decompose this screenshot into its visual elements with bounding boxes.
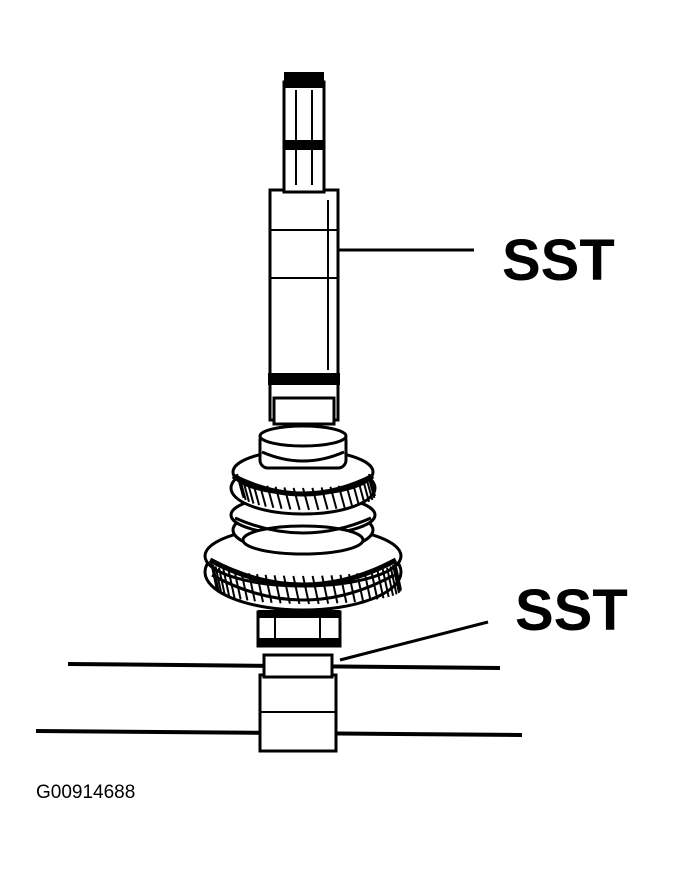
gear-tooth [256, 573, 264, 603]
gear-tooth [311, 487, 320, 511]
splined-collar [258, 424, 348, 470]
gear-tooth [365, 477, 374, 501]
gear-tooth [222, 568, 231, 598]
gear-tooth [258, 484, 267, 507]
gear-tooth [337, 485, 346, 509]
gear-tooth [339, 574, 348, 603]
gear-tooth [240, 572, 249, 601]
lower-sst-label: SST [515, 578, 628, 643]
gear-tooth [292, 575, 301, 605]
gear-tooth [283, 487, 292, 510]
gear-tooth [367, 475, 376, 499]
gear-tooth [227, 570, 236, 599]
gear-tooth [345, 484, 354, 507]
lower-sst-tool [256, 610, 342, 648]
upper-sst-label: SST [502, 228, 615, 293]
gear-tooth [386, 567, 395, 596]
gear-tooth [302, 575, 310, 605]
gear-tooth [357, 481, 366, 504]
gear-tooth [321, 575, 330, 604]
gear-tooth [351, 482, 360, 506]
shaft-top [282, 72, 326, 194]
gear-tooth [392, 564, 400, 594]
gear-tooth [236, 475, 245, 499]
gear-tooth [389, 566, 398, 595]
gear-tooth [368, 473, 376, 497]
upper-gear-teeth [236, 473, 376, 511]
gear-tooth [274, 486, 283, 509]
gear-tooth [273, 575, 282, 604]
large-gear-teeth [210, 561, 402, 605]
gear-tooth [356, 573, 365, 602]
figure-code: G00914688 [36, 782, 135, 803]
gear-tooth [376, 570, 385, 599]
gear-tooth [233, 571, 242, 600]
gear-tooth [320, 487, 329, 510]
gear-tooth [241, 479, 250, 503]
gear-tooth [212, 564, 220, 594]
gear-tooth [217, 567, 226, 596]
gear-tooth [266, 485, 275, 509]
gear-tooth [210, 563, 219, 592]
gear-tooth [292, 487, 301, 511]
gear-tooth [370, 571, 379, 600]
gear-tooth [348, 573, 356, 603]
gear-tooth [362, 479, 371, 503]
gear-tooth [238, 477, 247, 501]
gear-tooth [311, 575, 320, 605]
support-block [258, 653, 338, 753]
gear-tooth [246, 481, 255, 504]
lower-leader-line [339, 620, 489, 662]
gear-tooth [282, 575, 291, 604]
upper-sst-tool [268, 188, 340, 426]
gear-tooth [214, 566, 223, 595]
gear-tooth [394, 561, 402, 591]
gear-tooth [252, 482, 261, 506]
gear-tooth [264, 574, 273, 603]
gear-tooth [363, 572, 372, 601]
gear-tooth [247, 573, 256, 602]
gear-tooth [381, 568, 390, 598]
gear-tooth [302, 487, 310, 511]
gear-tooth [329, 486, 338, 509]
gear-tooth [330, 575, 339, 604]
